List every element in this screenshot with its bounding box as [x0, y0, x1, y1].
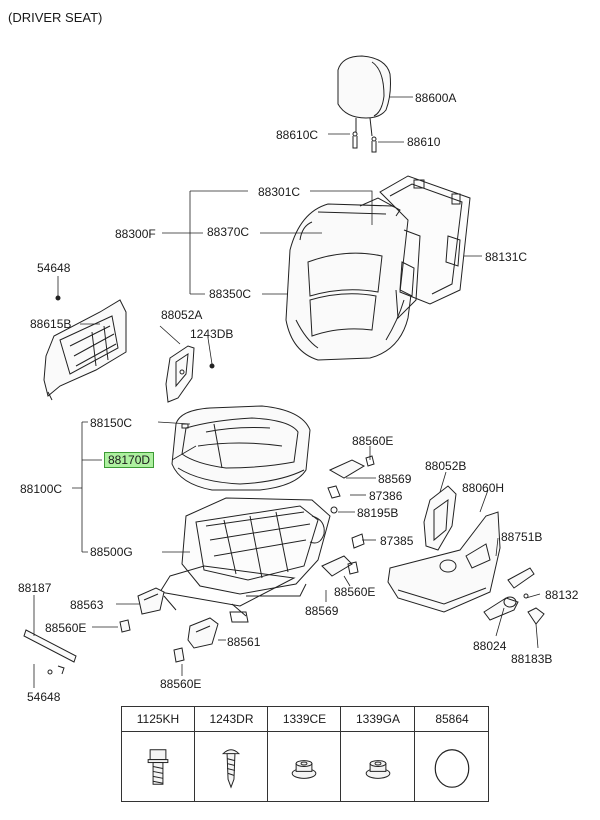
diagram-title: (DRIVER SEAT) [8, 10, 103, 25]
part-label-88560E-bottom[interactable]: 88560E [160, 677, 202, 691]
flange-nut-icon [268, 732, 341, 801]
parts-cell-1[interactable]: 1125KH [122, 707, 194, 801]
part-label-88170D[interactable]: 88170D [104, 452, 155, 468]
part-label-88187[interactable]: 88187 [18, 581, 52, 595]
part-label-88195B[interactable]: 88195B [357, 506, 399, 520]
part-label-88600A[interactable]: 88600A [415, 91, 457, 105]
part-label-88052B[interactable]: 88052B [425, 459, 467, 473]
levers-right [483, 567, 545, 625]
seat-cushion [171, 405, 311, 491]
part-label-88615B[interactable]: 88615B [30, 317, 72, 331]
part-label-88610C[interactable]: 88610C [276, 128, 319, 142]
part-label-88301C[interactable]: 88301C [258, 185, 301, 199]
part-label-88560E-right[interactable]: 88560E [334, 585, 376, 599]
part-label-87385[interactable]: 87385 [380, 534, 414, 548]
parts-cell-4[interactable]: 1339GA [340, 707, 415, 801]
part-label-88060H[interactable]: 88060H [462, 481, 505, 495]
part-label-54648-top[interactable]: 54648 [37, 261, 71, 275]
part-label-88569-top[interactable]: 88569 [378, 472, 412, 486]
part-label-88150C[interactable]: 88150C [90, 416, 133, 430]
part-label-88300F[interactable]: 88300F [115, 227, 156, 241]
part-label-88560E-top[interactable]: 88560E [352, 434, 394, 448]
part-label-54648-bottom[interactable]: 54648 [27, 690, 61, 704]
cover-88561 [187, 617, 219, 649]
small-parts-right [321, 455, 375, 577]
part-label-88569-bottom[interactable]: 88569 [305, 604, 339, 618]
parts-code-3: 1339CE [268, 707, 341, 732]
parts-cell-5[interactable]: 85864 [414, 707, 489, 801]
seat-back [285, 203, 419, 361]
tapping-screw-icon [195, 732, 268, 801]
part-label-88100C[interactable]: 88100C [20, 482, 63, 496]
part-label-88350C[interactable]: 88350C [209, 287, 252, 301]
fastener-parts-table: 1125KH 1243DR 1339CE [121, 706, 489, 802]
part-label-88131C[interactable]: 88131C [485, 250, 528, 264]
part-label-88052A[interactable]: 88052A [161, 308, 203, 322]
part-label-88561[interactable]: 88561 [227, 635, 261, 649]
part-label-88024[interactable]: 88024 [473, 639, 507, 653]
part-label-88183B[interactable]: 88183B [511, 652, 553, 666]
part-label-88560E-left[interactable]: 88560E [45, 621, 87, 635]
parts-code-2: 1243DR [195, 707, 268, 732]
parts-cell-3[interactable]: 1339CE [267, 707, 341, 801]
parts-code-5: 85864 [415, 707, 489, 732]
clip-88560E-b [173, 647, 185, 663]
headrest [337, 55, 391, 153]
bracket-88052A [165, 345, 215, 403]
part-label-88370C[interactable]: 88370C [207, 225, 250, 239]
clip-88560E-a [119, 619, 131, 633]
part-label-1243DB[interactable]: 1243DB [190, 327, 234, 341]
part-label-88563[interactable]: 88563 [70, 598, 104, 612]
part-label-88500G[interactable]: 88500G [90, 545, 133, 559]
ring-clip-icon [415, 732, 489, 801]
part-label-88610[interactable]: 88610 [407, 135, 441, 149]
seat-back-frame [359, 175, 471, 320]
parts-cell-2[interactable]: 1243DR [194, 707, 268, 801]
bracket-88563 [137, 587, 165, 615]
part-label-88132[interactable]: 88132 [545, 588, 579, 602]
parts-code-4: 1339GA [341, 707, 415, 732]
side-cover-left [43, 295, 127, 401]
flange-bolt-icon [122, 732, 194, 801]
parts-code-1: 1125KH [122, 707, 194, 732]
part-label-87386[interactable]: 87386 [369, 489, 403, 503]
rail-88187 [23, 629, 77, 675]
part-label-88751B[interactable]: 88751B [501, 530, 543, 544]
leader-lines [33, 96, 541, 688]
bracket-88052B [423, 485, 457, 551]
side-shield [387, 511, 501, 613]
seat-frame [159, 497, 331, 623]
flange-nut-icon [341, 732, 415, 801]
